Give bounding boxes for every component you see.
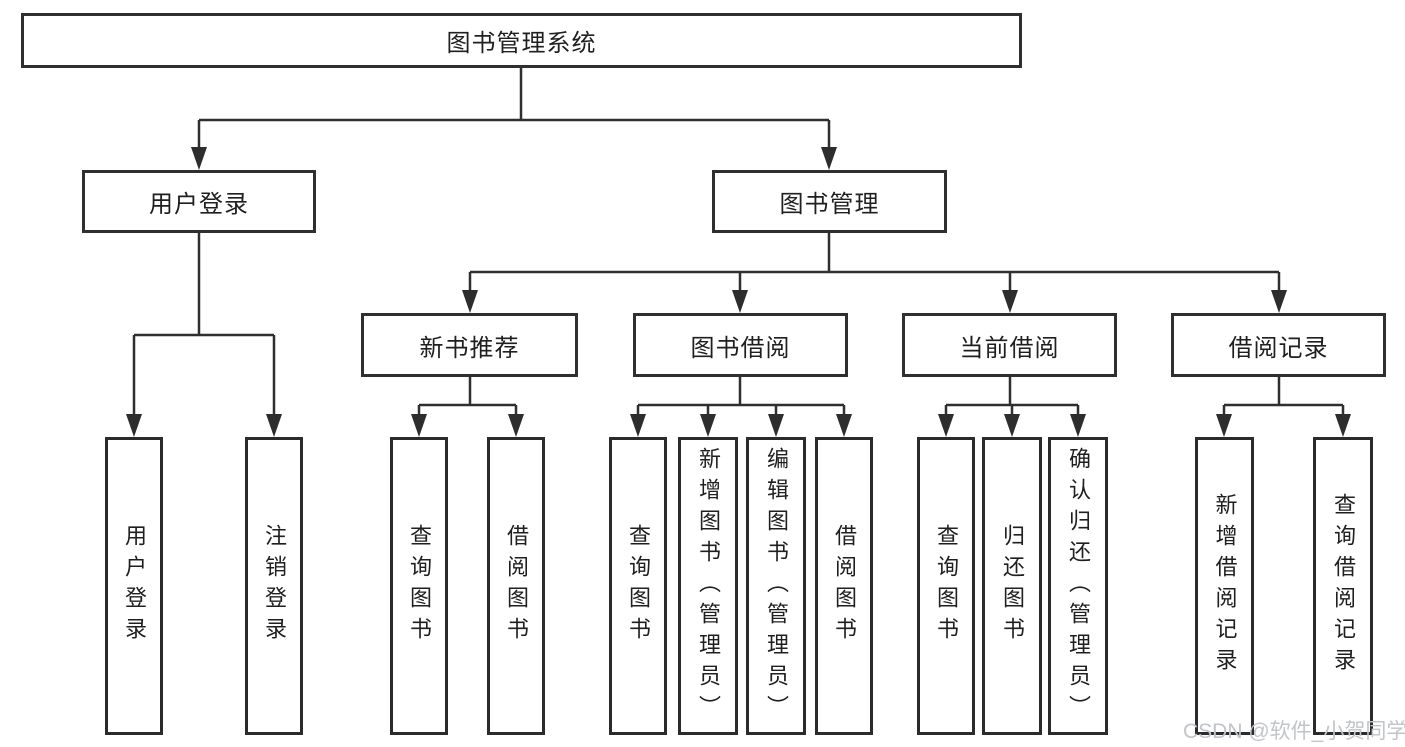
node-label: 新书推荐 [419,334,520,362]
node-leaf-return-book: 归还图书 [982,437,1042,735]
node-leaf-query-books: 查询图书 [609,437,667,735]
arrow-down-icon [1271,290,1287,313]
node-label: 图书借阅 [690,334,791,362]
node-leaf-borrow-books: 借阅图书 [487,437,545,735]
arrow-down-icon [508,414,524,437]
node-leaf-user-login: 用户登录 [105,437,163,735]
node-label: 注销登录 [262,524,287,648]
arrow-down-icon [462,290,478,313]
connector-book-borrow-to-leaves [636,377,846,416]
arrow-down-icon [1002,290,1018,313]
node-book-management: 图书管理 [712,170,947,233]
arrowheads [126,147,1351,437]
node-label: 新增图书（管理员） [696,446,721,726]
node-label: 用户登录 [122,524,147,648]
node-leaf-add-book-admin: 新增图书（管理员） [678,437,738,735]
connector-book-management-to-level3 [468,233,1281,292]
arrow-down-icon [938,414,954,437]
node-library-management-system: 图书管理系统 [21,13,1022,68]
arrow-down-icon [266,414,282,437]
node-label: 查询图书 [407,524,432,648]
connector-root-to-level2 [197,68,831,149]
node-label: 归还图书 [1000,524,1025,648]
arrow-down-icon [821,147,837,170]
node-leaf-add-borrow-record: 新增借阅记录 [1195,437,1254,735]
node-borrow-records: 借阅记录 [1171,313,1386,377]
connector-borrow-records-to-leaves [1222,377,1345,416]
arrow-down-icon [630,414,646,437]
arrow-down-icon [126,414,142,437]
connector-user-login-to-leaves [132,233,276,416]
arrow-down-icon [1070,414,1086,437]
csdn-watermark: CSDN @软件_小贺同学 [1183,720,1405,743]
node-label: 当前借阅 [959,334,1060,362]
arrow-down-icon [1004,414,1020,437]
node-label: 图书管理系统 [446,30,597,57]
node-label: 编辑图书（管理员） [764,446,789,726]
node-leaf-confirm-return-admin: 确认归还（管理员） [1048,437,1108,735]
connector-current-borrow-to-leaves [944,377,1080,416]
arrow-down-icon [836,414,852,437]
node-current-borrow: 当前借阅 [902,313,1117,377]
node-leaf-query-books: 查询图书 [390,437,448,735]
node-leaf-query-borrow-record: 查询借阅记录 [1313,437,1373,735]
node-leaf-query-books: 查询图书 [917,437,975,735]
arrow-down-icon [1335,414,1351,437]
node-label: 图书管理 [779,191,880,218]
node-label: 借阅图书 [832,524,857,648]
node-label: 确认归还（管理员） [1066,446,1091,726]
node-user-login: 用户登录 [82,170,316,233]
arrow-down-icon [191,147,207,170]
node-book-borrow: 图书借阅 [633,313,848,377]
node-label: 查询借阅记录 [1331,493,1356,679]
node-label: 查询图书 [934,524,959,648]
node-leaf-borrow-books: 借阅图书 [815,437,873,735]
arrow-down-icon [1216,414,1232,437]
connector-new-book-to-leaves [417,377,518,416]
node-label: 查询图书 [626,524,651,648]
arrow-down-icon [411,414,427,437]
node-label: 用户登录 [149,191,249,218]
node-new-book-recommend: 新书推荐 [361,313,578,377]
node-leaf-logout: 注销登录 [245,437,303,735]
node-label: 借阅记录 [1228,334,1329,362]
node-leaf-edit-book-admin: 编辑图书（管理员） [746,437,806,735]
node-label: 借阅图书 [504,524,529,648]
arrow-down-icon [732,290,748,313]
arrow-down-icon [768,414,784,437]
node-label: 新增借阅记录 [1212,493,1238,679]
arrow-down-icon [700,414,716,437]
